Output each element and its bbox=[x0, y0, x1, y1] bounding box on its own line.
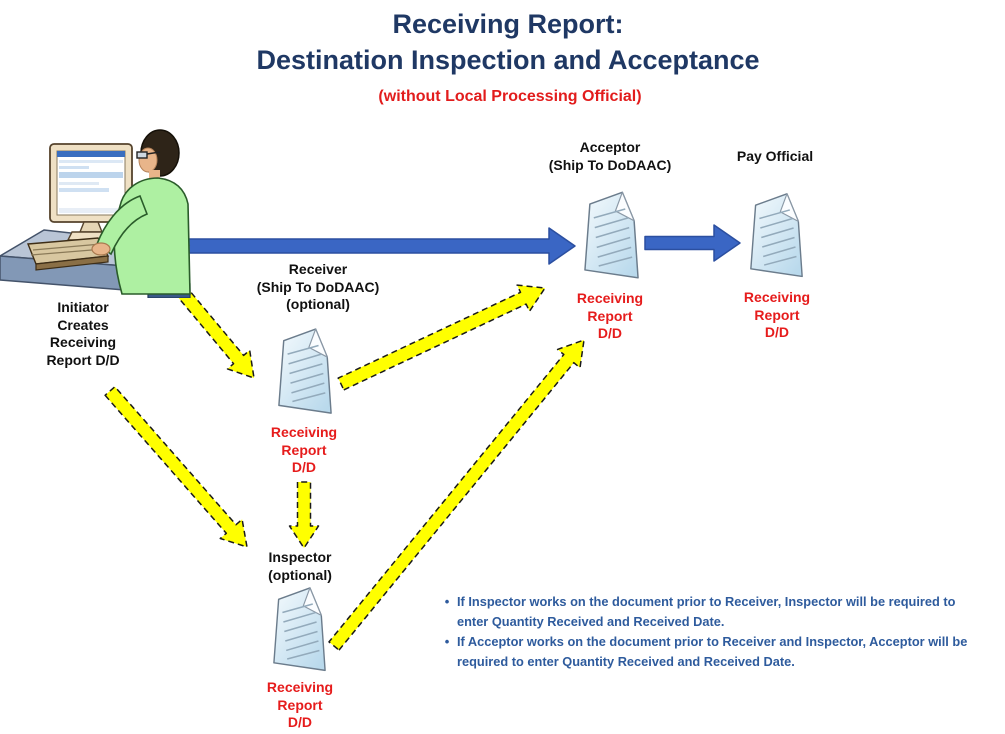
receiving-report-line: D/D bbox=[291, 459, 317, 475]
acceptor-label-line: Acceptor bbox=[579, 139, 641, 155]
document-icon-inspector bbox=[273, 587, 326, 672]
receiver-label-line: Receiver bbox=[288, 261, 348, 277]
receiving-report-line: Receiving bbox=[270, 424, 338, 440]
keyboard-icon bbox=[26, 237, 110, 271]
acceptor-label-line: (Ship To DoDAAC) bbox=[548, 156, 672, 173]
receiving-report-line: D/D bbox=[764, 324, 790, 340]
inspector-label: Inspector (optional) bbox=[268, 549, 332, 584]
person-at-computer-illustration bbox=[0, 129, 191, 298]
arrow-acceptor-to-pay-official bbox=[644, 224, 741, 262]
receiving-report-line: Receiving bbox=[743, 289, 811, 305]
note-item: • If Acceptor works on the document prio… bbox=[437, 632, 997, 672]
initiator-label: Initiator Creates Receiving Report D/D bbox=[46, 299, 119, 369]
receiving-report-line: Receiving bbox=[266, 679, 334, 695]
arrow-receiver-to-inspector bbox=[288, 481, 320, 549]
bullet-icon: • bbox=[444, 634, 450, 649]
initiator-label-line: Initiator bbox=[57, 299, 109, 315]
receiving-report-line: D/D bbox=[597, 325, 623, 341]
note-text: If Inspector works on the document prior… bbox=[457, 594, 956, 629]
monitor-icon bbox=[49, 143, 133, 241]
arrow-receiver-to-acceptor bbox=[337, 284, 546, 391]
pay-official-label-line: Pay Official bbox=[736, 148, 814, 164]
receiving-report-line: Receiving bbox=[576, 290, 644, 306]
arrow-initiator-to-receiver bbox=[167, 276, 255, 379]
receiving-report-line: Report bbox=[277, 696, 323, 713]
receiver-label: Receiver (Ship To DoDAAC) (optional) bbox=[257, 261, 380, 314]
receiving-report-label-acceptor: Receiving Report D/D bbox=[577, 290, 643, 343]
bullet-icon: • bbox=[444, 594, 450, 609]
arrow-initiator-to-inspector bbox=[104, 385, 248, 548]
receiving-report-label-pay-official: Receiving Report D/D bbox=[744, 289, 810, 342]
notes-list: • If Inspector works on the document pri… bbox=[437, 592, 997, 672]
initiator-label-line: Receiving bbox=[49, 334, 117, 350]
page-title: Receiving Report: Destination Inspection… bbox=[256, 6, 759, 78]
pay-official-label: Pay Official bbox=[737, 148, 813, 166]
inspector-label-line: Inspector bbox=[268, 549, 332, 565]
title-line-2: Destination Inspection and Acceptance bbox=[256, 45, 760, 75]
initiator-label-line: Creates bbox=[57, 316, 109, 333]
inspector-label-line: (optional) bbox=[268, 566, 332, 583]
receiver-label-line: (Ship To DoDAAC) bbox=[256, 278, 380, 295]
note-item: • If Inspector works on the document pri… bbox=[437, 592, 997, 632]
subtitle: (without Local Processing Official) bbox=[378, 88, 642, 105]
receiving-report-line: D/D bbox=[287, 714, 313, 730]
receiving-report-label-receiver: Receiving Report D/D bbox=[271, 424, 337, 477]
arrow-initiator-to-acceptor bbox=[182, 227, 576, 265]
document-icon-pay-official bbox=[750, 193, 803, 278]
acceptor-label: Acceptor (Ship To DoDAAC) bbox=[549, 139, 672, 174]
receiving-report-line: Report bbox=[587, 307, 633, 324]
receiver-label-line: (optional) bbox=[286, 296, 350, 312]
arrow-inspector-to-acceptor bbox=[328, 339, 585, 651]
document-icon-acceptor bbox=[584, 191, 639, 279]
receiving-report-label-inspector: Receiving Report D/D bbox=[267, 679, 333, 732]
person bbox=[91, 129, 191, 298]
note-text: If Acceptor works on the document prior … bbox=[457, 634, 968, 669]
initiator-label-line: Report D/D bbox=[46, 351, 120, 368]
title-line-1: Receiving Report: bbox=[392, 9, 624, 39]
document-icon-receiver bbox=[278, 328, 332, 414]
receiving-report-line: Report bbox=[754, 306, 800, 323]
receiving-report-line: Report bbox=[281, 441, 327, 458]
